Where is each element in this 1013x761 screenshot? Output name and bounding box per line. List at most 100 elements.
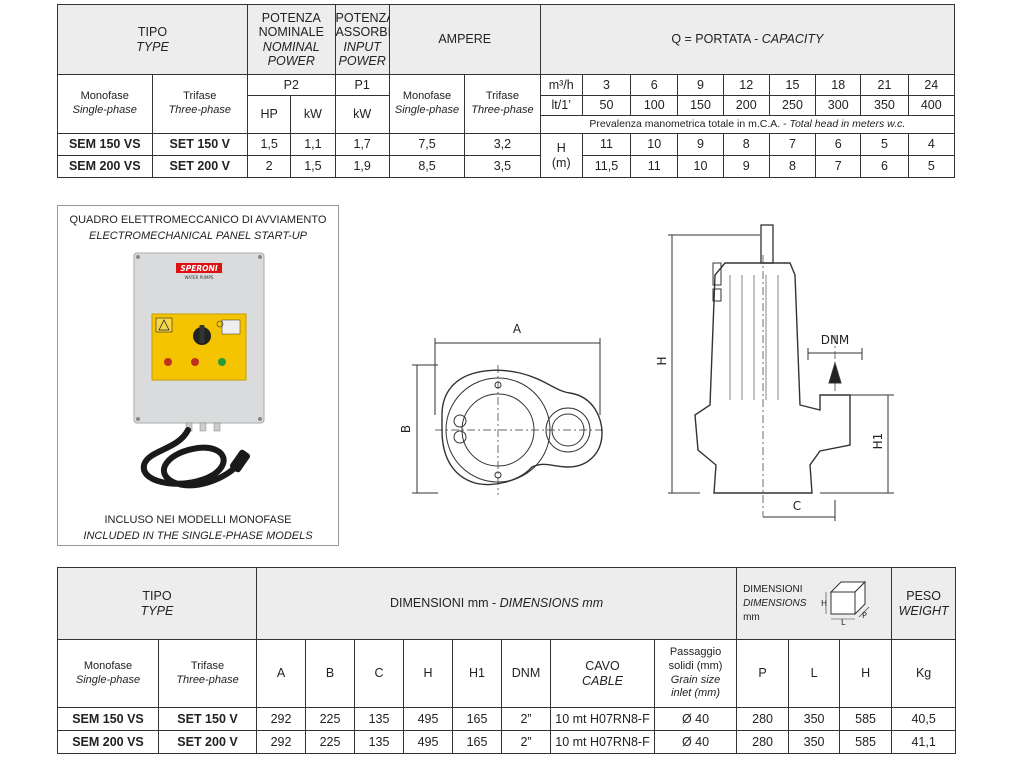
value-cell: 225 (305, 707, 355, 731)
value-cell: 495 (403, 707, 453, 731)
head-cell: 11 (581, 133, 632, 156)
flow-cell: 50 (581, 95, 632, 116)
flow-cell: 100 (630, 95, 679, 116)
value-cell: 1,7 (334, 133, 390, 156)
head-cell: 9 (677, 133, 724, 156)
head-cell: 11,5 (581, 155, 632, 178)
flow-cell: 200 (722, 95, 770, 116)
value-cell: 2 (247, 155, 292, 178)
value-cell: 8,5 (388, 155, 466, 178)
value-cell: 165 (452, 730, 502, 754)
unit-lt: lt/1’ (539, 95, 583, 116)
flow-cell: 400 (907, 95, 956, 116)
dim-c-label: C (793, 499, 801, 513)
col-c: C (354, 639, 404, 708)
pump-top-view (412, 338, 605, 495)
head-cell: 8 (722, 133, 770, 156)
svg-text:L: L (841, 618, 846, 626)
value-cell: 10 mt H07RN8-F (550, 730, 655, 754)
value-cell: 225 (305, 730, 355, 754)
value-cell: 280 (736, 730, 790, 754)
svg-text:H: H (821, 599, 827, 608)
power-cable (140, 427, 241, 489)
p1-kw-label: kW (334, 95, 390, 134)
col-l: L (788, 639, 841, 708)
value-cell: 41,1 (891, 730, 957, 754)
head-cell: 10 (677, 155, 724, 178)
panel-footer: INCLUSO NEI MODELLI MONOFASE INCLUDED IN… (58, 512, 338, 544)
value-cell: 350 (788, 730, 841, 754)
head-cell: 6 (860, 155, 909, 178)
value-cell: 585 (839, 730, 893, 754)
value-cell: 350 (788, 707, 841, 731)
head-cell: 7 (815, 155, 862, 178)
head-label: H(m) (539, 133, 583, 178)
pump-dimension-drawings: A B H H1 C DNM (399, 224, 894, 521)
total-head-note: Prevalenza manometrica totale in m.C.A. … (539, 115, 956, 134)
col-h1: H1 (452, 639, 502, 708)
dim-h-label: H (655, 356, 669, 365)
p2-label: P2 (247, 74, 336, 96)
flow-cell: 3 (581, 74, 632, 96)
col-h: H (403, 639, 453, 708)
value-cell: 1,5 (290, 155, 336, 178)
col-p: P (736, 639, 790, 708)
model-mono: SEM 150 VS (57, 707, 159, 731)
svg-text:WATER PUMPS: WATER PUMPS (185, 275, 214, 280)
col-b: B (305, 639, 355, 708)
pump-side-view (668, 224, 894, 521)
flow-cell: 21 (860, 74, 909, 96)
dim-dnm-label: DNM (821, 333, 850, 347)
head-cell: 4 (907, 133, 956, 156)
overload-indicator (164, 358, 172, 366)
panel-footer-it: INCLUSO NEI MODELLI MONOFASE (104, 514, 292, 526)
flow-cell: 350 (860, 95, 909, 116)
kw-label: kW (290, 95, 336, 134)
value-cell: 3,5 (464, 155, 541, 178)
flow-cell: 6 (630, 74, 679, 96)
value-cell: 1,5 (247, 133, 292, 156)
value-cell: 2” (501, 707, 551, 731)
value-cell: Ø 40 (653, 730, 738, 754)
head-cell: 5 (860, 133, 909, 156)
value-cell: 40,5 (891, 707, 957, 731)
col-kg: Kg (891, 639, 957, 708)
model-tri: SET 200 V (158, 730, 257, 754)
hp-label: HP (247, 95, 292, 134)
value-cell: 585 (839, 707, 893, 731)
svg-text:P: P (862, 611, 867, 620)
packaging-header: DIMENSIONI DIMENSIONS mm H L P (736, 567, 893, 640)
dim-b-label: B (399, 425, 413, 433)
flow-cell: 15 (768, 74, 817, 96)
dim-a-label: A (513, 322, 522, 336)
flow-cell: 300 (815, 95, 862, 116)
value-cell: 3,2 (464, 133, 541, 156)
col-box-h: H (839, 639, 893, 708)
model-mono: SEM 150 VS (57, 133, 153, 156)
p1-label: P1 (334, 74, 390, 96)
start-button (191, 358, 199, 366)
flow-cell: 9 (677, 74, 724, 96)
capacity-header: Q = PORTATA - CAPACITY (539, 4, 956, 75)
panel-title-en: ELECTROMECHANICAL PANEL START-UP (88, 230, 308, 242)
value-cell: 10 mt H07RN8-F (550, 707, 655, 731)
value-cell: 135 (354, 707, 404, 731)
model-mono: SEM 200 VS (57, 730, 159, 754)
flow-cell: 24 (907, 74, 956, 96)
value-cell: 495 (403, 730, 453, 754)
col-dnm: DNM (501, 639, 551, 708)
value-cell: 292 (256, 730, 306, 754)
svg-text:SPERONI: SPERONI (180, 264, 217, 273)
